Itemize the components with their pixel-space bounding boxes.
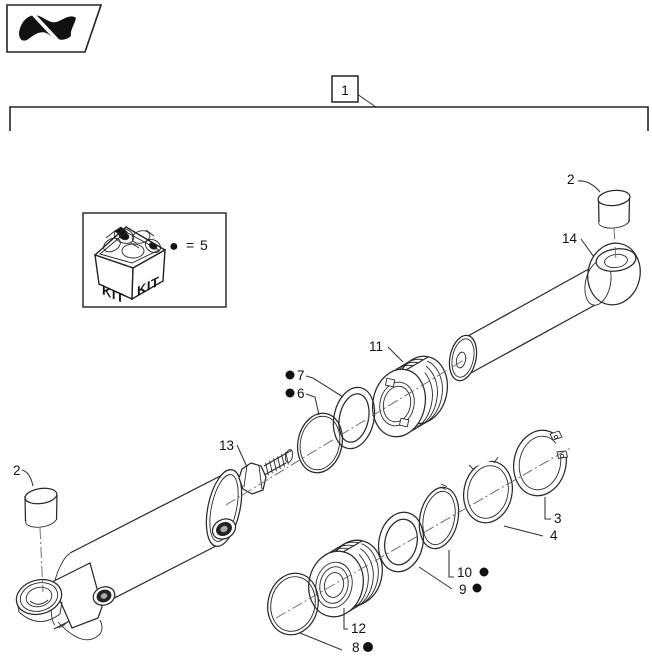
bolt-threads <box>265 451 289 476</box>
part-10-seal-ring <box>418 483 460 550</box>
assembly-bracket-line <box>9 106 649 131</box>
flag-marker <box>6 4 103 53</box>
clevis-plate <box>51 562 103 629</box>
label-part-11[interactable]: 11 <box>369 339 383 354</box>
callout-1-label[interactable]: 1 <box>341 83 349 98</box>
part-14-rod <box>448 242 641 382</box>
kit-legend: KIT KIT ● = 5 <box>82 212 227 308</box>
label-part-6[interactable]: 6 <box>297 386 305 401</box>
label-part-9[interactable]: 9 <box>459 582 467 597</box>
label-part-2-left[interactable]: 2 <box>13 463 21 478</box>
kit-item-number: 5 <box>200 237 208 253</box>
bolt-head <box>238 462 267 495</box>
part-2-bushing-left <box>24 487 58 528</box>
part-11-piston <box>371 355 449 438</box>
part-7-oring <box>332 386 376 450</box>
part-6-backup-ring <box>296 412 344 474</box>
kit-marker-dot <box>472 583 482 593</box>
kit-marker-dot <box>285 388 295 398</box>
label-part-14[interactable]: 14 <box>562 231 578 246</box>
assembly-bracket: 1 <box>9 75 649 131</box>
axis-pin-left <box>39 527 44 593</box>
label-part-10[interactable]: 10 <box>457 565 472 580</box>
label-part-4[interactable]: 4 <box>550 528 558 543</box>
label-part-2-top[interactable]: 2 <box>567 172 575 187</box>
axis-pin-top <box>613 227 617 262</box>
part-9-oring <box>377 511 425 573</box>
port-front <box>211 518 237 540</box>
callout-1-leader <box>356 93 377 108</box>
kit-marker-dot <box>363 642 373 652</box>
flag-icon-slash <box>31 12 62 45</box>
part-3-snap-ring <box>513 429 576 497</box>
label-part-3[interactable]: 3 <box>554 511 562 526</box>
part-13-bolt <box>238 449 294 495</box>
part-callouts: 2 14 11 7 6 13 2 3 4 10 9 12 8 <box>13 172 601 655</box>
kit-equals: = <box>186 237 194 253</box>
label-part-12[interactable]: 12 <box>351 621 366 636</box>
kit-marker-dot <box>285 370 295 380</box>
center-lines <box>39 227 617 619</box>
part-8-wiper-seal <box>267 572 319 636</box>
kit-marker-dot <box>479 567 489 577</box>
part-cylinder-body <box>15 469 243 641</box>
part-12-gland <box>308 539 383 618</box>
axis-main <box>225 357 468 506</box>
callout-1-box[interactable] <box>331 75 359 103</box>
clevis-eye <box>15 578 63 622</box>
label-part-8[interactable]: 8 <box>352 640 360 655</box>
part-4-retaining-ring <box>463 444 513 524</box>
port-rear <box>92 586 116 606</box>
label-part-13[interactable]: 13 <box>219 438 234 453</box>
kit-marker-dot: ● <box>169 238 179 255</box>
label-part-7[interactable]: 7 <box>297 368 305 383</box>
part-2-bushing-top <box>597 189 631 229</box>
